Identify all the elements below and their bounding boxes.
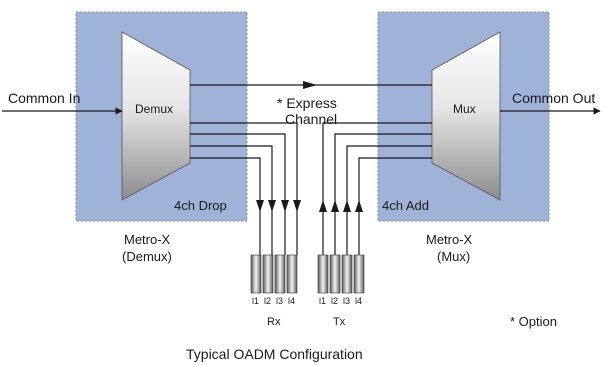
mux-module-type: (Mux) xyxy=(437,249,470,264)
rx-channel-label: l3 xyxy=(276,296,283,306)
rx-channel-label: l4 xyxy=(288,296,295,306)
demux-module-type: (Demux) xyxy=(122,249,172,264)
rx-connectors xyxy=(250,254,298,294)
demux-block xyxy=(121,31,191,201)
add-arrows xyxy=(319,200,363,212)
tx-channel-label: l1 xyxy=(319,296,326,306)
tx-channel-label: l2 xyxy=(331,296,338,306)
common-in-label: Common In xyxy=(8,90,80,106)
rx-channel-label: l2 xyxy=(264,296,271,306)
diagram-caption: Typical OADM Configuration xyxy=(186,346,363,362)
tx-channel-label: l3 xyxy=(343,296,350,306)
tx-label: Tx xyxy=(333,316,346,328)
express-arrow-head xyxy=(303,81,317,89)
express-label-line2: Channel xyxy=(285,111,337,127)
tx-channel-labels: l1 l2 l3 l4 xyxy=(319,296,362,306)
common-out-label: Common Out xyxy=(512,90,595,106)
mux-label: Mux xyxy=(453,102,476,116)
rx-label: Rx xyxy=(267,316,281,328)
tx-channel-label: l4 xyxy=(355,296,362,306)
option-footnote: * Option xyxy=(510,314,557,329)
mux-module-name: Metro-X xyxy=(426,232,473,247)
tx-connectors xyxy=(317,254,365,294)
rx-channel-labels: l1 l2 l3 l4 xyxy=(252,296,295,306)
express-label-line1: * Express xyxy=(277,95,337,111)
add-label: 4ch Add xyxy=(382,198,429,213)
demux-label: Demux xyxy=(135,102,173,116)
drop-label: 4ch Drop xyxy=(174,198,227,213)
rx-channel-label: l1 xyxy=(252,296,259,306)
mux-block xyxy=(431,31,501,201)
drop-arrows xyxy=(256,200,301,212)
demux-module-name: Metro-X xyxy=(124,232,171,247)
